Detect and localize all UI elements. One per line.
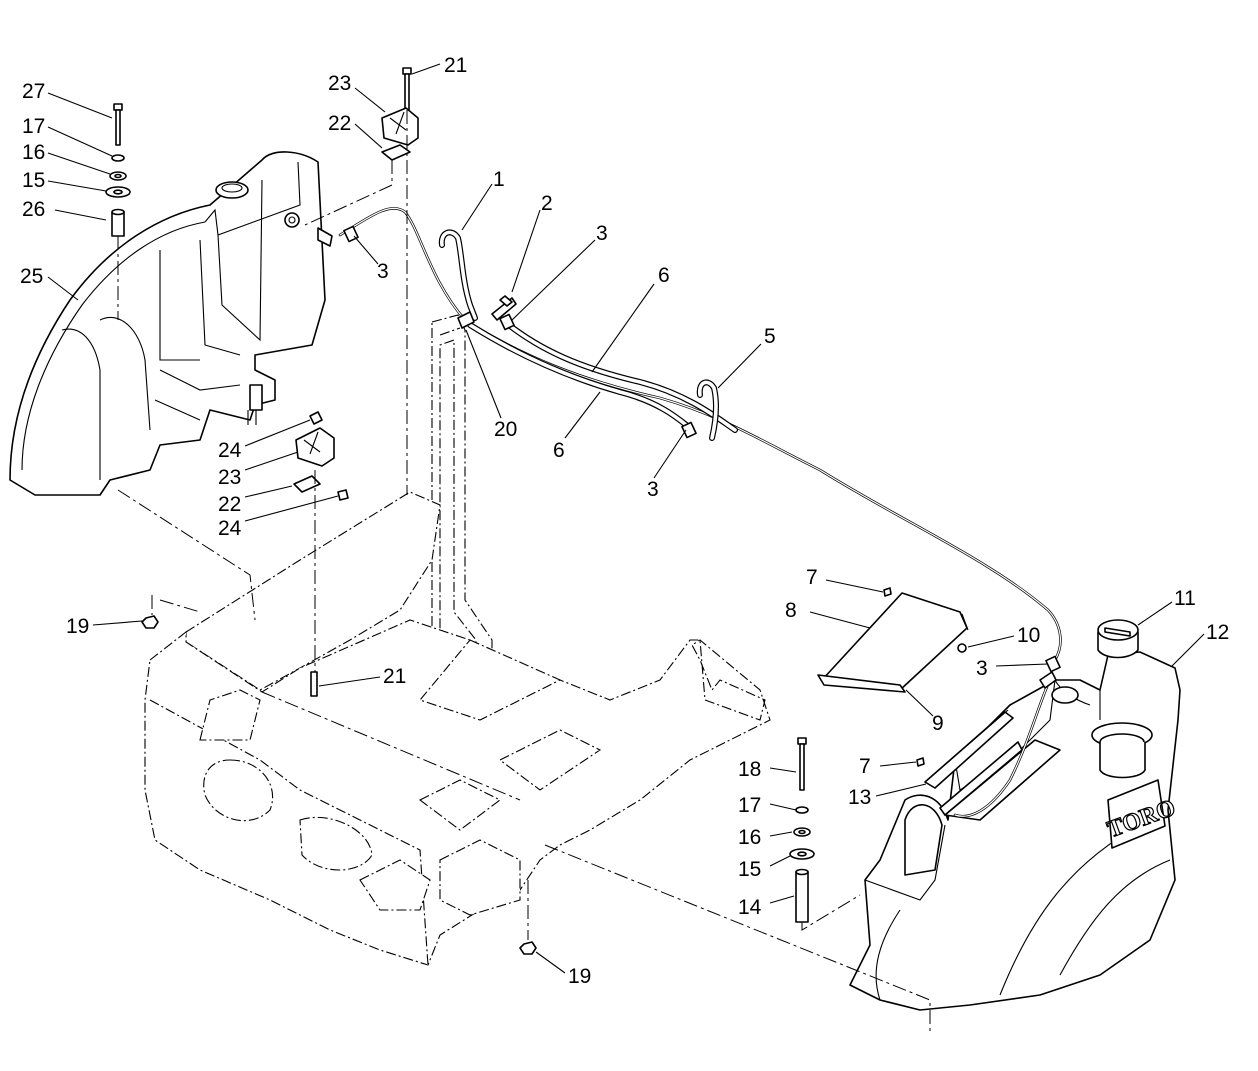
nuts [141, 615, 537, 955]
callout-19-a: 19 [66, 615, 89, 638]
callout-16-right: 16 [738, 826, 761, 849]
callout-7-b: 7 [859, 755, 871, 778]
heat-shield [817, 592, 969, 693]
callout-12: 12 [1206, 621, 1229, 644]
callout-22-b: 22 [218, 493, 241, 516]
callout-6-a: 6 [658, 264, 670, 287]
callout-27: 27 [22, 80, 45, 103]
callout-23-top: 23 [328, 72, 351, 95]
leader-lines [47, 63, 1205, 974]
callout-9: 9 [932, 712, 944, 735]
right-fuel-tank: TORO [849, 651, 1181, 1011]
callout-26: 26 [22, 198, 45, 221]
right-mount-hardware [789, 737, 815, 923]
callout-16-left: 16 [22, 141, 45, 164]
callout-11: 11 [1174, 587, 1196, 610]
callout-6-b: 6 [553, 439, 565, 462]
callout-15-right: 15 [738, 858, 761, 881]
callout-21-top: 21 [444, 54, 467, 77]
callout-13: 13 [848, 786, 871, 809]
upper-tank-bracket [381, 67, 419, 161]
callout-21-b: 21 [383, 665, 406, 688]
callout-5: 5 [764, 325, 776, 348]
chassis-frame [144, 314, 771, 966]
callout-3-d: 3 [976, 657, 988, 680]
callout-8: 8 [785, 599, 797, 622]
callout-7-a: 7 [806, 566, 818, 589]
callout-24-b: 24 [218, 517, 242, 540]
callout-10: 10 [1017, 624, 1040, 647]
callout-23-b: 23 [218, 466, 241, 489]
callout-3-b: 3 [596, 222, 608, 245]
callout-labels: 27 17 16 15 26 25 23 22 21 3 1 2 3 6 5 2… [20, 54, 1229, 988]
left-mount-hardware [105, 103, 131, 237]
callout-2: 2 [541, 192, 553, 215]
fuel-hoses [338, 207, 1062, 818]
callout-14: 14 [738, 896, 762, 919]
callout-1: 1 [493, 168, 505, 191]
left-fuel-tank [9, 151, 333, 496]
bracket-strip [924, 709, 1061, 821]
callout-24-a: 24 [218, 439, 242, 462]
callout-19-b: 19 [568, 965, 591, 988]
callout-3-a: 3 [377, 260, 389, 283]
alignment-lines [117, 110, 931, 1035]
lower-tank-bracket [293, 411, 349, 697]
fuel-cap [1097, 619, 1139, 659]
callout-22-top: 22 [328, 112, 351, 135]
callout-17-right: 17 [738, 794, 761, 817]
callout-3-c: 3 [647, 478, 659, 501]
callout-17-left: 17 [22, 115, 45, 138]
callout-15-left: 15 [22, 169, 45, 192]
callout-18: 18 [738, 758, 761, 781]
fittings [343, 225, 1061, 767]
callout-25: 25 [20, 265, 43, 288]
callout-20: 20 [494, 418, 517, 441]
